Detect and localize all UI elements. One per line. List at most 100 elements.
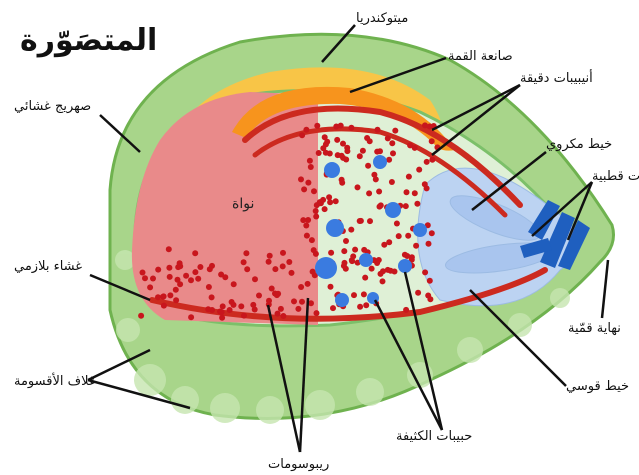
ribosome-dot (363, 302, 369, 308)
ribosome-dot (348, 227, 354, 233)
ribosome-dot (357, 153, 363, 159)
ribosome-dot (314, 123, 320, 129)
ribosome-dot (313, 214, 319, 220)
ribosome-dot (220, 303, 226, 309)
ribosome-dot (197, 264, 203, 270)
ribosome-dot (299, 299, 305, 305)
ribosome-dot (304, 233, 310, 239)
ribosome-dot (362, 275, 368, 281)
ribosome-dot (355, 184, 361, 190)
ribosome-dot (352, 247, 358, 253)
ribosome-dot (427, 124, 433, 130)
ribosome-dot (269, 286, 275, 292)
ribosome-dot (367, 218, 373, 224)
ribosome-dot (166, 265, 172, 271)
ribosome-dot (256, 293, 262, 299)
ribosome-dot (339, 180, 345, 186)
ribosome-dot (238, 303, 244, 309)
ribosome-dot (422, 181, 428, 187)
ribosome-dot (422, 269, 428, 275)
ribosome-dot (396, 233, 402, 239)
ribosome-dot (301, 186, 307, 192)
ribosome-dot (177, 260, 183, 266)
ribosome-dot (366, 190, 372, 196)
ribosome-dot (326, 194, 332, 200)
ribosome-dot (188, 314, 194, 320)
ribosome-dot (311, 247, 317, 253)
ribosome-dot (392, 128, 398, 134)
ribosome-dot (303, 127, 309, 133)
ribosome-dot (286, 259, 292, 265)
ribosome-dot (385, 135, 391, 141)
ribosome-dot (311, 188, 317, 194)
ribosome-dot (140, 270, 146, 276)
ribosome-dot (403, 307, 409, 313)
label-apical-ring: صانعة القمة (448, 49, 513, 64)
ribosome-dot (280, 313, 286, 319)
label-microneme: خيط مكروي (546, 137, 612, 152)
ribosome-dot (369, 266, 375, 272)
ribosome-dot (161, 303, 167, 309)
ribosome-dot (183, 273, 189, 279)
ribosome-dot (350, 253, 356, 259)
ribosome-dot (333, 198, 339, 204)
ribosome-dot (295, 306, 301, 312)
ribosome-dot (323, 150, 329, 156)
ribosome-dot (250, 302, 256, 308)
ribosome-dot (280, 263, 286, 269)
ribosome-dot (310, 269, 316, 275)
label-ribosomes: ريبوسومات (268, 457, 329, 472)
ribosome-dot (358, 218, 364, 224)
ribosome-dot (291, 298, 297, 304)
label-polar-rings: حلقات قطبية (592, 169, 639, 184)
ribosome-dot (231, 302, 237, 308)
ribosome-dot (389, 140, 395, 146)
ribosome-dot (147, 284, 153, 290)
ribosome-dot (209, 263, 215, 269)
ribosome-dot (390, 150, 396, 156)
ribosome-dot (160, 294, 166, 300)
ribosome-dot (360, 148, 366, 154)
ribosome-dot (404, 189, 410, 195)
ribosome-dot (377, 204, 383, 210)
ribosome-dot (241, 313, 247, 319)
ribosome-dot (305, 180, 311, 186)
ribosome-dot (252, 276, 258, 282)
ribosome-dot (307, 158, 313, 164)
ribosome-dot (344, 145, 350, 151)
diagram-title: المتصَوّرة (20, 23, 157, 58)
ribosome-dot (299, 132, 305, 138)
ribosome-dot (314, 310, 320, 316)
ribosome-dot (309, 237, 315, 243)
ribosome-dot (218, 272, 224, 278)
ribosome-dot (322, 134, 328, 140)
ribosome-dot (373, 176, 379, 182)
ribosome-dot (367, 138, 373, 144)
ribosome-dot (429, 230, 435, 236)
label-pellicle: صهريج غشائي (14, 99, 91, 114)
ribosome-dot (389, 179, 395, 185)
ribosome-dot (173, 287, 179, 293)
ribosome-dot (394, 221, 400, 227)
ribosome-dot (313, 208, 319, 214)
ribosome-dot (219, 315, 225, 321)
ribosome-dot (142, 275, 148, 281)
ribosome-dot (272, 266, 278, 272)
ribosome-dot (266, 259, 272, 265)
ribosome-dot (298, 176, 304, 182)
ribosome-dot (322, 206, 328, 212)
ribosome-dot (308, 164, 314, 170)
ribosome-dot (414, 201, 420, 207)
ribosome-dot (427, 296, 433, 302)
ribosome-dot (412, 145, 418, 151)
ribosome-dot (402, 252, 408, 258)
ribosome-dot (241, 259, 247, 265)
ribosome-dot (351, 292, 357, 298)
ribosome-dot (386, 239, 392, 245)
ribosome-dot (375, 127, 381, 133)
ribosome-dot (209, 294, 215, 300)
label-cell-coat: غلاف الأقسومة (14, 372, 96, 389)
ribosome-dot (177, 281, 183, 287)
ribosome-dot (378, 271, 384, 277)
